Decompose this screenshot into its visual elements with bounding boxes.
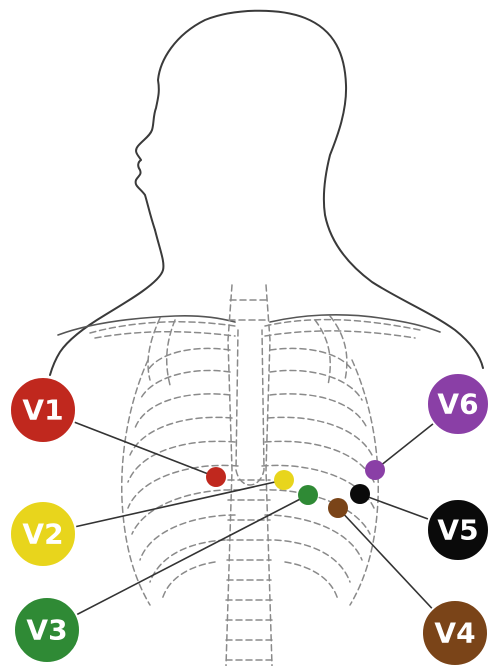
v2-electrode xyxy=(274,470,294,490)
neck-left-outline xyxy=(50,230,163,375)
rib-left-1 xyxy=(148,348,230,370)
rib-left-8 xyxy=(140,515,235,560)
v1-label: V1 xyxy=(22,394,63,427)
v2-badge: V2 xyxy=(10,501,76,567)
lead-connectors xyxy=(43,404,458,633)
v3-connector xyxy=(47,495,308,630)
v6-badge: V6 xyxy=(427,373,489,435)
v2-label: V2 xyxy=(22,518,63,551)
rib-right-3 xyxy=(270,394,367,428)
v5-badge: V5 xyxy=(427,499,489,561)
v4-label: V4 xyxy=(434,617,475,650)
rib-right-9 xyxy=(275,540,350,582)
head-profile-outline xyxy=(136,11,483,368)
spine-left-edge xyxy=(226,285,232,666)
v6-label: V6 xyxy=(437,388,478,421)
sternum xyxy=(236,330,264,485)
spine-vertebrae xyxy=(226,300,272,660)
rib-right-4 xyxy=(268,417,372,455)
body-outline xyxy=(50,11,483,375)
v5-electrode xyxy=(350,484,370,504)
v4-badge: V4 xyxy=(422,600,488,666)
v1-electrode xyxy=(206,467,226,487)
ribcage-outer-left xyxy=(122,360,150,605)
rib-left-10 xyxy=(162,562,215,600)
rib-right-1 xyxy=(270,348,352,370)
rib-left-7 xyxy=(132,490,240,534)
scapula-left xyxy=(148,318,175,385)
v3-badge: V3 xyxy=(14,597,80,663)
v6-electrode xyxy=(365,460,385,480)
v5-label: V5 xyxy=(437,514,478,547)
rib-left-3 xyxy=(135,394,230,428)
spine-right-edge xyxy=(266,285,272,666)
v1-badge: V1 xyxy=(10,377,76,443)
rib-right-8 xyxy=(265,515,362,560)
rib-right-10 xyxy=(285,562,338,600)
v3-label: V3 xyxy=(26,614,67,647)
clavicle-right xyxy=(265,320,420,338)
clavicle-left xyxy=(90,322,235,338)
scapula-right xyxy=(315,316,347,385)
rib-left-9 xyxy=(150,540,225,582)
v3-electrode xyxy=(298,485,318,505)
v4-electrode xyxy=(328,498,348,518)
electrodes xyxy=(206,460,385,518)
